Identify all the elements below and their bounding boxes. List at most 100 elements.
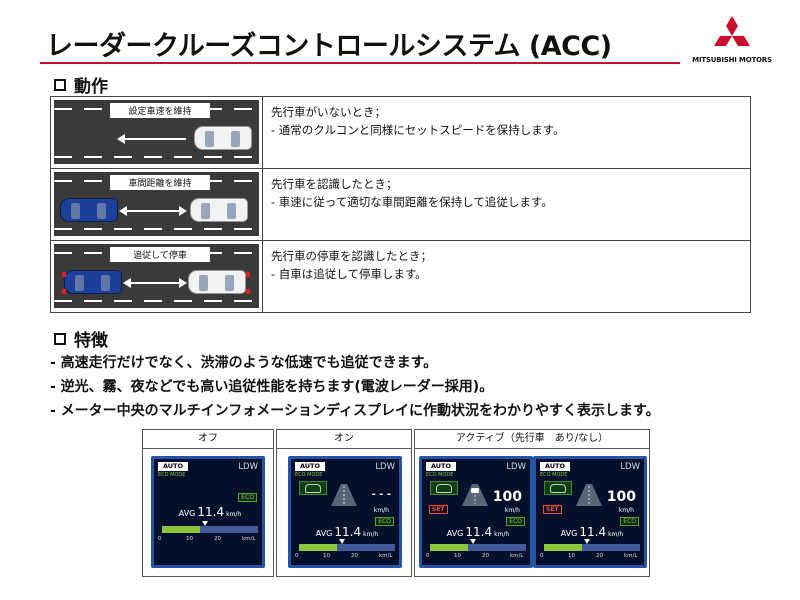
brand-name: MITSUBISHI MOTORS: [692, 56, 772, 64]
auto-indicator: AUTO: [426, 462, 456, 471]
set-indicator: SET: [543, 505, 562, 514]
lane-marking: [54, 228, 259, 230]
feature-item: - 逆光、霧、夜などでも高い追従性能を持ちます(電波レーダー採用)。: [50, 379, 494, 395]
brake-light-icon: [246, 272, 250, 277]
own-vehicle-icon: [60, 198, 118, 222]
scenario-condition: 先行車がいないとき；: [271, 105, 386, 119]
ldw-indicator: LDW: [375, 462, 395, 472]
road-with-vehicle-icon: [462, 484, 488, 506]
feature-item: - メーター中央のマルチインフォメーションディスプレイに作動状況をわかりやすく表…: [50, 403, 660, 419]
eco-mode-indicator: ECO MODE: [540, 472, 568, 478]
lane-marking: [54, 156, 259, 158]
panel-label: オフ: [143, 430, 273, 449]
features-heading: 特徴: [54, 326, 108, 351]
scenario-description: 先行車の停車を認識したとき； - 自車は追従して停車します。: [262, 240, 751, 313]
brake-light-icon: [246, 289, 250, 294]
eco-mode-indicator: ECO MODE: [426, 472, 454, 478]
brake-light-icon: [62, 272, 66, 277]
operation-table: 設定車速を維持 先行車がいないとき； - 通常のクルコンと同様にセットスピードを…: [50, 96, 751, 313]
table-row: 車間距離を維持 先行車を認識したとき； - 車速に従って適切な車間距離を保持して…: [50, 168, 751, 241]
fuel-economy-bar: [299, 544, 395, 551]
road-illustration: 車間距離を維持: [54, 172, 259, 236]
fuel-economy-bar: [430, 544, 526, 551]
auto-indicator: AUTO: [540, 462, 570, 471]
checkbox-icon: [54, 332, 66, 345]
gauge-marker-icon: [470, 539, 476, 544]
vehicle-ahead-icon: [550, 484, 566, 493]
scenario-label: 設定車速を維持: [110, 103, 210, 118]
set-speed: 100: [492, 489, 522, 505]
eco-mode-indicator: ECO MODE: [158, 472, 186, 478]
panel-label: アクティブ（先行車 あり/なし）: [415, 430, 649, 449]
operation-heading-text: 動作: [74, 77, 108, 97]
preceding-vehicle-icon: [188, 270, 246, 294]
road-illustration: 追従して停車: [54, 244, 259, 308]
scenario-image-stop: 追従して停車: [50, 240, 263, 313]
auto-indicator: AUTO: [295, 462, 325, 471]
scenario-description: 先行車がいないとき； - 通常のクルコンと同様にセットスピードを保持します。: [262, 96, 751, 169]
road-illustration: 設定車速を維持: [54, 100, 259, 164]
distance-arrow-icon: [123, 278, 187, 288]
eco-badge: ECO: [620, 517, 639, 526]
eco-mode-indicator: ECO MODE: [295, 472, 323, 478]
preceding-vehicle-icon: [190, 198, 248, 222]
road-perspective-icon: [576, 484, 602, 506]
set-indicator: SET: [429, 505, 448, 514]
eco-badge: ECO: [375, 517, 394, 526]
own-vehicle-icon: [194, 126, 252, 150]
scenario-condition: 先行車の停車を認識したとき；: [271, 249, 432, 263]
speed-unit: km/h: [373, 507, 389, 514]
vehicle-ahead-icon: [305, 484, 321, 493]
operation-heading: 動作: [54, 72, 108, 97]
arrow-left-icon: [117, 134, 186, 144]
acc-status-box: [299, 481, 327, 495]
eco-badge: ECO: [506, 517, 525, 526]
ldw-indicator: LDW: [506, 462, 526, 472]
fuel-economy-bar: [162, 526, 258, 533]
auto-indicator: AUTO: [158, 462, 188, 471]
eco-badge: ECO: [238, 493, 257, 502]
scenario-detail: - 通常のクルコンと同様にセットスピードを保持します。: [271, 123, 565, 137]
brake-light-icon: [62, 289, 66, 294]
table-row: 設定車速を維持 先行車がいないとき； - 通常のクルコンと同様にセットスピードを…: [50, 96, 751, 169]
road-perspective-icon: [331, 484, 357, 506]
checkbox-icon: [54, 78, 66, 91]
title-underline: [40, 62, 680, 64]
vehicle-ahead-icon: [436, 484, 452, 493]
gauge-marker-icon: [339, 539, 345, 544]
set-speed: - - -: [371, 489, 391, 500]
page-title: レーダークルーズコントロールシステム (ACC): [46, 31, 612, 62]
scenario-label: 車間距離を維持: [110, 175, 210, 190]
own-vehicle-icon: [64, 270, 122, 294]
scenario-detail: - 車速に従って適切な車間距離を保持して追従します。: [271, 195, 553, 209]
scenario-image-cruise: 設定車速を維持: [50, 96, 263, 169]
lane-marking: [54, 300, 259, 302]
panel-label: オン: [277, 430, 411, 449]
scenario-description: 先行車を認識したとき； - 車速に従って適切な車間距離を保持して追従します。: [262, 168, 751, 241]
distance-arrow-icon: [119, 206, 187, 216]
scenario-label: 追従して停車: [110, 247, 210, 262]
scenario-detail: - 自車は追従して停車します。: [271, 267, 427, 281]
ldw-indicator: LDW: [238, 462, 258, 472]
set-speed: 100: [606, 489, 636, 505]
acc-status-box: [544, 481, 572, 495]
ldw-indicator: LDW: [620, 462, 640, 472]
gauge-marker-icon: [584, 539, 590, 544]
acc-status-box: [430, 481, 458, 495]
scenario-condition: 先行車を認識したとき；: [271, 177, 398, 191]
features-heading-text: 特徴: [74, 331, 108, 351]
table-row: 追従して停車 先行車の停車を認識したとき； - 自車は追従して停車します。: [50, 240, 751, 313]
three-diamonds-icon: [714, 16, 750, 46]
scenario-image-follow: 車間距離を維持: [50, 168, 263, 241]
